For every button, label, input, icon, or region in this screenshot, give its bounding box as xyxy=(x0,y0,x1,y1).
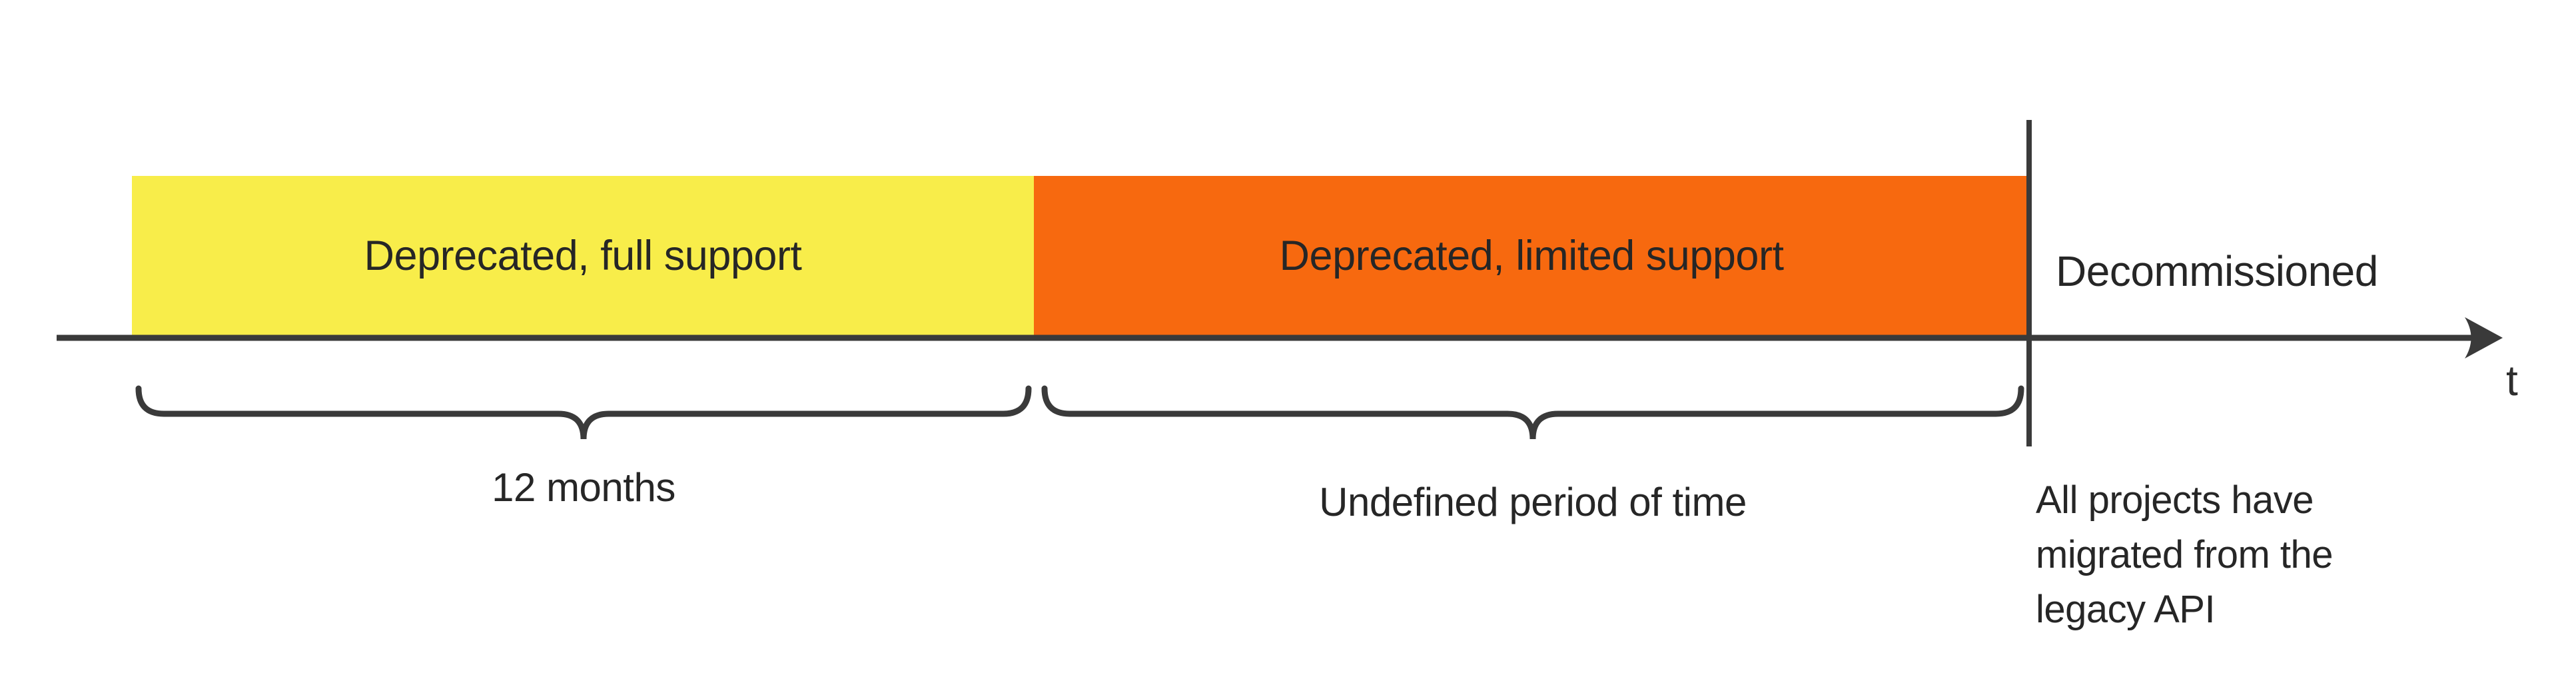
time-axis-label: t xyxy=(2506,356,2518,404)
duration-label-12-months: 12 months xyxy=(492,465,675,510)
migration-note: All projects have migrated from the lega… xyxy=(2036,473,2334,637)
brace-full-support xyxy=(135,385,1032,440)
duration-label-undefined-period: Undefined period of time xyxy=(1319,480,1747,524)
axis-arrowhead-icon xyxy=(2465,317,2503,358)
segment-deprecated-limited-support: Deprecated, limited support xyxy=(1034,176,2029,335)
migration-note-line-2: migrated from the xyxy=(2036,533,2334,576)
migration-note-line-1: All projects have xyxy=(2036,478,2314,522)
brace-limited-support xyxy=(1041,385,2024,440)
decommissioned-label: Decommissioned xyxy=(2056,247,2378,295)
segment-label-limited-support: Deprecated, limited support xyxy=(1279,232,1784,279)
segment-label-full-support: Deprecated, full support xyxy=(364,232,802,279)
segment-deprecated-full-support: Deprecated, full support xyxy=(132,176,1034,335)
migration-note-line-3: legacy API xyxy=(2036,588,2216,631)
